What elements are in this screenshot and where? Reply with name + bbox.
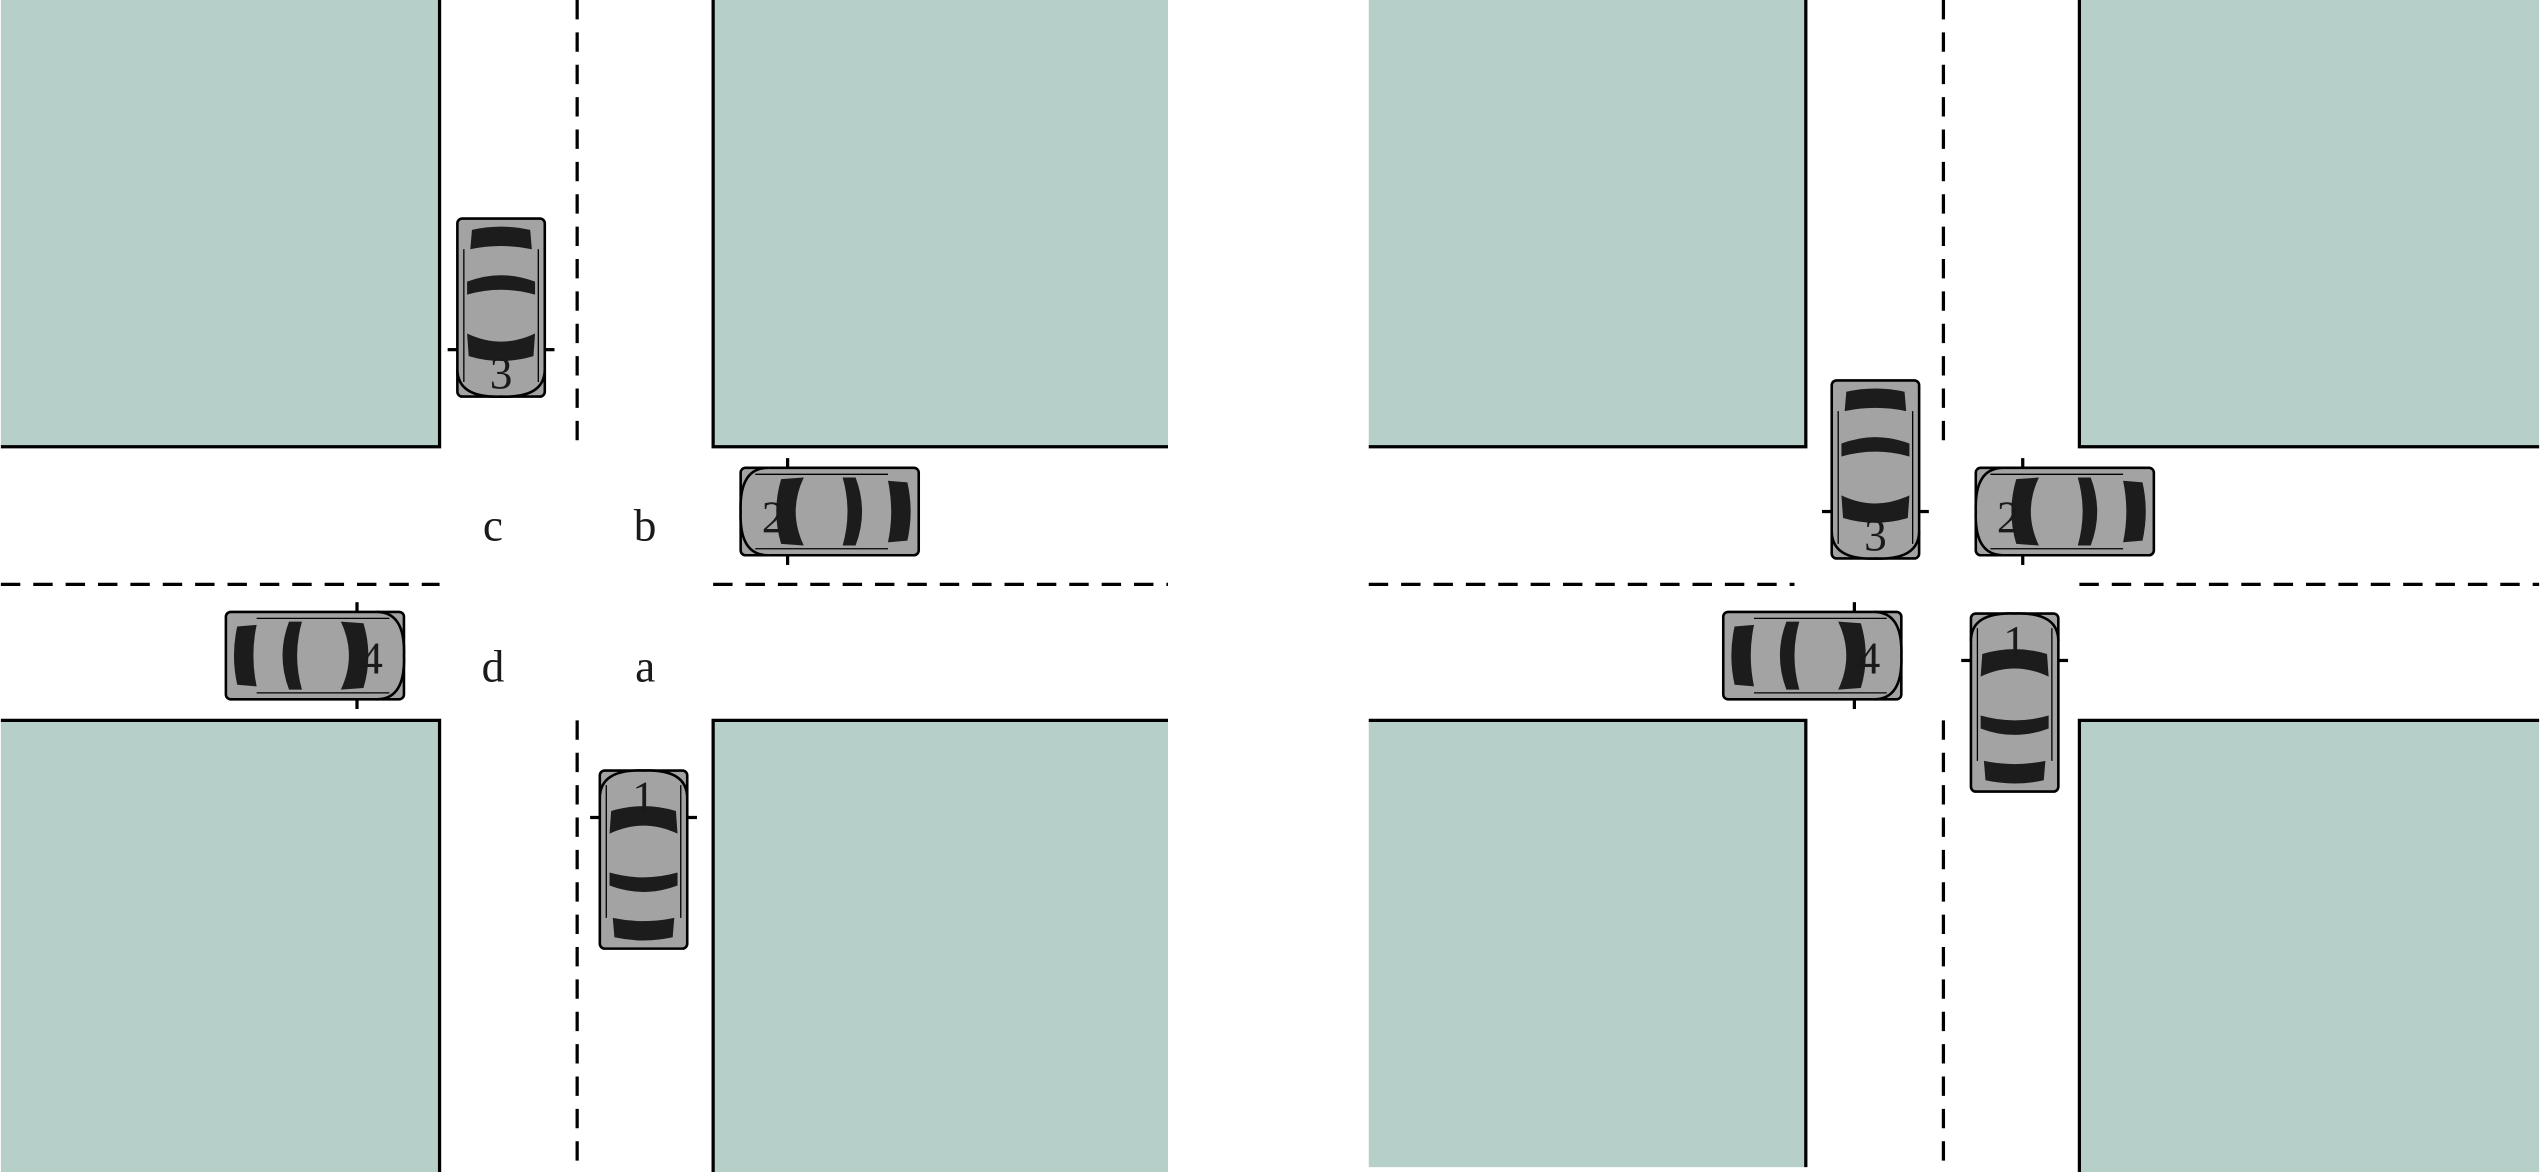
position-label-b: b <box>634 501 657 551</box>
car-2-number: 2 <box>1997 493 2020 543</box>
block-top-left <box>0 0 440 447</box>
right-intersection: 3 2 4 1 <box>1368 0 2540 1172</box>
car-2-number: 2 <box>762 493 785 543</box>
block-bottom-right <box>2079 720 2540 1172</box>
car-1-number: 1 <box>632 773 655 823</box>
position-label-a: a <box>635 642 655 692</box>
position-label-d: d <box>482 642 505 692</box>
car-3-number: 3 <box>490 349 513 399</box>
car-4-number: 4 <box>360 633 383 683</box>
lane-center-lines <box>0 0 1169 1172</box>
curb-lines <box>1368 0 2540 1172</box>
block-bottom-left <box>1368 720 1806 1168</box>
car-4-number: 4 <box>1858 633 1881 683</box>
curb-lines <box>0 0 1169 1172</box>
block-bottom-right <box>713 720 1169 1172</box>
lane-center-lines <box>1368 0 2540 1172</box>
block-top-right <box>713 0 1169 447</box>
car-1-number: 1 <box>2003 617 2026 667</box>
position-label-c: c <box>483 501 503 551</box>
car-3-number: 3 <box>1864 510 1887 560</box>
block-top-left <box>1368 0 1806 447</box>
block-bottom-left <box>0 720 440 1172</box>
left-intersection: a b c d 3 2 4 1 <box>0 0 1169 1172</box>
block-top-right <box>2079 0 2540 447</box>
